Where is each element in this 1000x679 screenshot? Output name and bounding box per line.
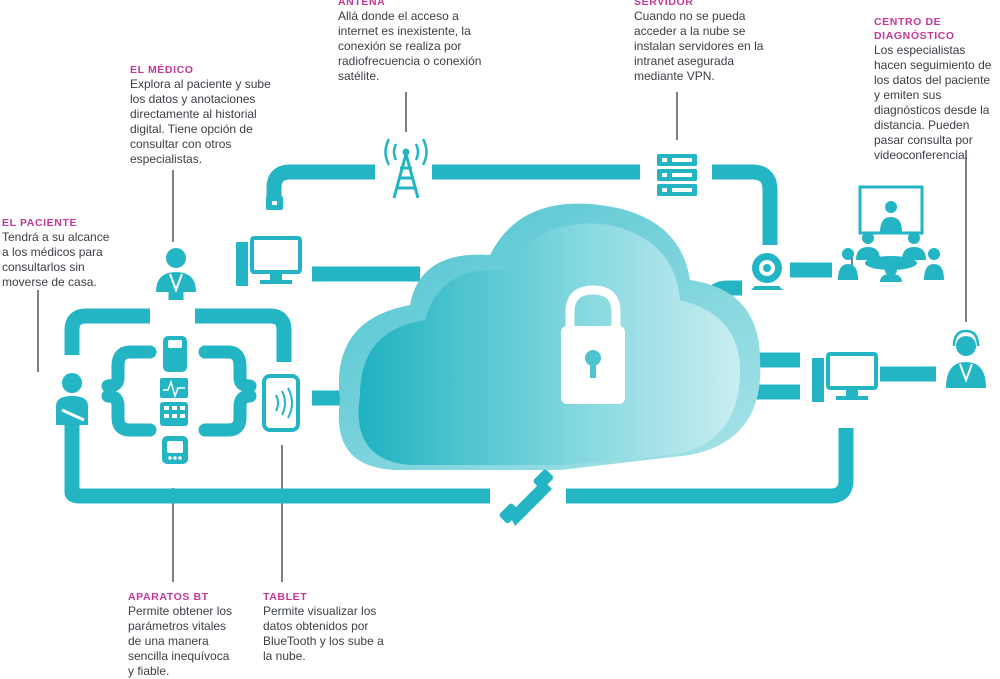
computer-icon — [236, 236, 302, 286]
server-icon — [657, 154, 697, 196]
label-paciente: EL PACIENTE Tendrá a su alcance a los mé… — [2, 216, 114, 290]
label-title: EL MÉDICO — [130, 64, 194, 76]
label-body: Tendrá a su alcance a los médicos para c… — [2, 230, 110, 289]
label-title: APARATOS BT — [128, 591, 209, 603]
cloud-icon — [338, 203, 761, 471]
headset-operator-icon — [946, 329, 986, 388]
label-body: Cuando no se pueda acceder a la nube se … — [634, 9, 764, 83]
tablet-icon — [262, 374, 300, 432]
label-body: Los especialistas hacen seguimiento de l… — [874, 43, 992, 162]
label-body: Allá donde el acceso a internet es inexi… — [338, 9, 482, 83]
label-aparatos-bt: APARATOS BT Permite obtener los parámetr… — [128, 590, 236, 679]
label-servidor: SERVIDOR Cuando no se pueda acceder a la… — [634, 0, 764, 84]
label-body: Permite visualizar los datos obtenidos p… — [263, 604, 384, 663]
bt-device-icon — [160, 336, 188, 464]
label-centro-diagnostico: CENTRO DE DIAGNÓSTICO Los especialistas … — [874, 15, 998, 163]
webcam-icon — [751, 253, 783, 290]
label-title: ANTENA — [338, 0, 386, 8]
label-connectors — [37, 92, 967, 582]
label-title: TABLET — [263, 591, 308, 603]
bt-frame — [101, 345, 257, 437]
padlock-small-icon — [266, 184, 283, 210]
lock-icon — [561, 285, 625, 404]
label-title: EL PACIENTE — [2, 217, 78, 229]
label-body: Explora al paciente y sube los datos y a… — [130, 77, 271, 166]
phone-icon — [499, 469, 554, 526]
antenna-icon — [384, 138, 428, 199]
label-tablet: TABLET Permite visualizar los datos obte… — [263, 590, 385, 664]
label-antena: ANTENA Allá donde el acceso a internet e… — [338, 0, 486, 84]
computer-icon-right — [812, 352, 878, 402]
patient-icon — [56, 373, 88, 425]
label-medico: EL MÉDICO Explora al paciente y sube los… — [130, 63, 288, 167]
label-title: SERVIDOR — [634, 0, 694, 8]
conference-icon — [838, 185, 944, 282]
doctor-icon — [156, 248, 196, 293]
label-title: CENTRO DE DIAGNÓSTICO — [874, 16, 955, 42]
label-body: Permite obtener los parámetros vitales d… — [128, 604, 233, 678]
